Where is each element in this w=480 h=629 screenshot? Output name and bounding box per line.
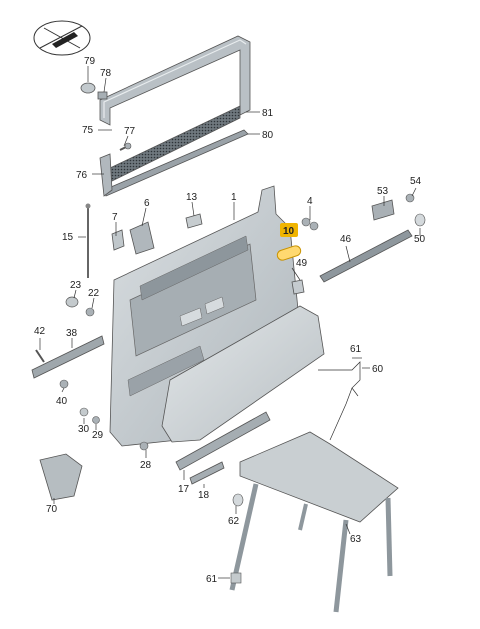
callout-76: 76 — [76, 170, 88, 181]
callout-labels: 79 78 75 77 76 81 80 15 7 6 13 1 4 10 49… — [34, 56, 426, 585]
callout-70: 70 — [46, 504, 58, 515]
callout-4: 4 — [307, 196, 313, 207]
trim-strip-46 — [319, 229, 413, 283]
clip-part-49 — [291, 279, 305, 295]
screw-part-42 — [35, 349, 45, 363]
callout-63: 63 — [350, 534, 362, 545]
callout-42: 42 — [34, 326, 46, 337]
callout-17: 17 — [178, 484, 190, 495]
callout-7: 7 — [112, 212, 118, 223]
leader-lines — [39, 66, 421, 579]
callout-18: 18 — [198, 490, 210, 501]
callout-46: 46 — [340, 234, 352, 245]
callout-6: 6 — [144, 198, 150, 209]
clip-part-7 — [111, 229, 125, 251]
callout-1: 1 — [231, 192, 237, 203]
clip-part-61 — [230, 572, 242, 584]
callout-80: 80 — [262, 130, 274, 141]
callout-10: 10 — [283, 226, 295, 237]
callout-79: 79 — [84, 56, 96, 67]
callout-62: 62 — [228, 516, 240, 527]
bracket-part-70 — [39, 453, 83, 501]
window-frame-seal — [99, 35, 251, 126]
strip-part-17 — [175, 411, 271, 471]
callout-54: 54 — [410, 176, 422, 187]
clip-part-29 — [92, 416, 100, 424]
clip-part-23 — [65, 296, 79, 308]
clip-part-40 — [59, 379, 69, 389]
door-trim-panel — [109, 185, 301, 447]
callout-29: 29 — [92, 430, 104, 441]
rod-part-15 — [85, 203, 91, 278]
callout-60: 60 — [372, 364, 384, 375]
callout-13: 13 — [186, 192, 198, 203]
cap-part-50 — [414, 213, 426, 227]
screw-part-28 — [139, 441, 149, 451]
highlighted-callout-10: 10 — [280, 223, 298, 237]
callout-75: 75 — [82, 125, 94, 136]
callout-28: 28 — [140, 460, 152, 471]
cap-part-79 — [80, 82, 96, 94]
rail-part-38 — [31, 335, 105, 379]
callout-30: 30 — [78, 424, 90, 435]
callout-bracket-60 — [318, 357, 370, 441]
callout-23: 23 — [70, 280, 82, 291]
insulation-pad — [161, 305, 325, 443]
callout-53: 53 — [377, 186, 389, 197]
orientation-icon — [33, 20, 91, 56]
callout-81: 81 — [262, 108, 274, 119]
screw-part-22 — [85, 307, 95, 317]
highlighted-clip-part-10 — [276, 245, 302, 261]
callout-22: 22 — [88, 288, 100, 299]
screw-part-4 — [301, 217, 319, 231]
callout-77: 77 — [124, 126, 136, 137]
callout-49: 49 — [296, 258, 308, 269]
clip-part-13 — [185, 213, 203, 229]
strip-part-18 — [189, 461, 225, 485]
callout-40: 40 — [56, 396, 68, 407]
bracket-part-76 — [99, 153, 113, 197]
table-part-63 — [229, 431, 399, 613]
callout-61-upper: 61 — [350, 344, 362, 355]
bracket-part-53 — [371, 199, 395, 221]
clip-part-62 — [232, 493, 244, 507]
callout-61-lower: 61 — [206, 574, 218, 585]
bracket-part-6 — [129, 221, 155, 255]
screw-part-77 — [119, 142, 132, 151]
callout-78: 78 — [100, 68, 112, 79]
callout-15: 15 — [62, 232, 74, 243]
clip-part-30 — [79, 407, 89, 417]
callout-38: 38 — [66, 328, 78, 339]
callout-50: 50 — [414, 234, 426, 245]
screw-part-54 — [405, 193, 415, 203]
clip-part-78 — [97, 91, 108, 100]
